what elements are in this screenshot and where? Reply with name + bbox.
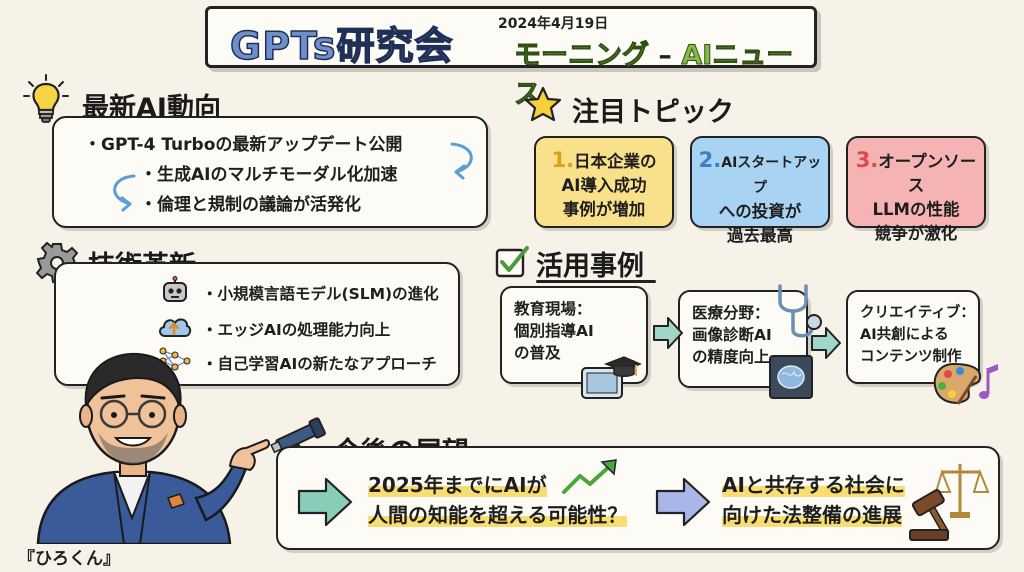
flow-arrow-icon: [810, 326, 842, 364]
topic-line: 過去最高: [727, 226, 793, 245]
tech-box: ・小規模言語モデル(SLM)の進化 ・エッジAIの処理能力向上 ・自己学習AIの…: [54, 262, 460, 386]
flow-arrow-icon: [652, 316, 684, 354]
usecase-line: AI共創による: [860, 327, 949, 343]
page-title: GPTs研究会: [229, 23, 454, 69]
topic-line: AIスタートアップ: [721, 155, 822, 196]
outlook-item-1: 2025年までにAIが 人間の知能を超える可能性？: [368, 470, 628, 530]
featured-heading: 注目トピック: [572, 97, 734, 128]
usecase-card-2: 医療分野： 画像診断AI の精度向上: [678, 290, 808, 388]
presenter-avatar: [20, 348, 270, 548]
topic-line: 日本企業の: [574, 152, 657, 171]
usecase-line: の精度向上: [692, 348, 770, 366]
trend-up-arrow-icon: [560, 456, 624, 502]
topic-line: 競争が激化: [874, 224, 958, 243]
subtitle-ai-news: AIニュース: [513, 40, 794, 111]
lightbulb-icon: [22, 74, 70, 130]
topic-line: オープンソース: [878, 152, 977, 195]
usecase-line: 個別指導AI: [514, 322, 594, 340]
gavel-scales-icon: [908, 454, 992, 548]
usecase-line: コンテンツ制作: [860, 349, 962, 365]
topic-line: AI導入成功: [561, 176, 647, 195]
topic-card-2: 2.AIスタートアップへの投資が過去最高: [690, 136, 830, 245]
title-subtitle: モーニング – AIニュース: [513, 33, 814, 111]
latest-ai-item-2: ・生成AIのマルチモーダル化加速: [140, 165, 398, 185]
checkbox-icon: [494, 244, 530, 284]
curved-arrow-right-icon: [446, 140, 482, 184]
tech-item-1: ・小規模言語モデル(SLM)の進化: [202, 285, 439, 303]
outlook-item-2-line-2: 向けた法整備の進展: [722, 503, 902, 527]
latest-ai-box: ・GPT-4 Turboの最新アップデート公開 ・生成AIのマルチモーダル化加速…: [52, 116, 488, 228]
outlook-arrow-icon: [654, 476, 712, 532]
topic-card-3: 3.オープンソース LLMの性能競争が激化: [846, 136, 986, 243]
outlook-arrow-icon: [296, 476, 354, 532]
stethoscope-brain-scan-icon: [766, 282, 828, 406]
topic-number: 2.: [698, 148, 722, 172]
character-caption: 『ひろくん』: [18, 549, 120, 569]
outlook-item-2: AIと共存する社会に 向けた法整備の進展: [722, 470, 905, 530]
tablet-graduation-icon: [578, 354, 642, 406]
topic-line: への投資が: [718, 202, 802, 221]
use-cases-heading: 活用事例: [536, 251, 644, 282]
title-date: 2024年4月19日: [498, 16, 609, 32]
subtitle-morning: モーニング: [514, 40, 650, 72]
topic-line: LLMの性能: [872, 200, 960, 219]
usecase-line: の普及: [514, 344, 561, 362]
outlook-box: 2025年までにAIが 人間の知能を超える可能性？ AIと共存する社会に 向けた…: [276, 446, 1000, 550]
curved-arrow-left-icon: [104, 172, 140, 216]
outlook-item-1-line-2: 人間の知能を超える可能性？: [368, 503, 628, 527]
tech-item-3: ・自己学習AIの新たなアプローチ: [202, 355, 437, 373]
tech-item-2: ・エッジAIの処理能力向上: [202, 321, 391, 339]
robot-icon: [160, 276, 190, 310]
usecase-line: 教育現場：: [514, 300, 592, 318]
topic-number: 1.: [551, 148, 575, 172]
cloud-upload-icon: [156, 312, 192, 344]
usecase-line: 画像診断AI: [692, 326, 772, 344]
topic-line: 事例が増加: [562, 200, 646, 219]
latest-ai-item-3: ・倫理と規制の議論が活発化: [140, 195, 361, 215]
palette-music-icon: [930, 358, 1000, 414]
heading-underline: [536, 280, 656, 283]
latest-ai-item-1: ・GPT-4 Turboの最新アップデート公開: [84, 135, 403, 155]
outlook-item-2-line-1: AIと共存する社会に: [722, 473, 905, 497]
star-icon: [524, 86, 562, 126]
usecase-line: 医療分野：: [692, 304, 770, 322]
subtitle-dash: –: [658, 40, 672, 71]
outlook-item-1-line-1: 2025年までにAIが: [368, 473, 547, 497]
title-banner: GPTs研究会 2024年4月19日 モーニング – AIニュース: [205, 6, 817, 111]
topic-number: 3.: [855, 148, 879, 172]
topic-card-1: 1.日本企業の AI導入成功事例が増加: [534, 136, 674, 228]
usecase-line: クリエイティブ：: [860, 305, 975, 321]
usecase-card-3: クリエイティブ： AI共創によるコンテンツ制作: [846, 290, 980, 384]
